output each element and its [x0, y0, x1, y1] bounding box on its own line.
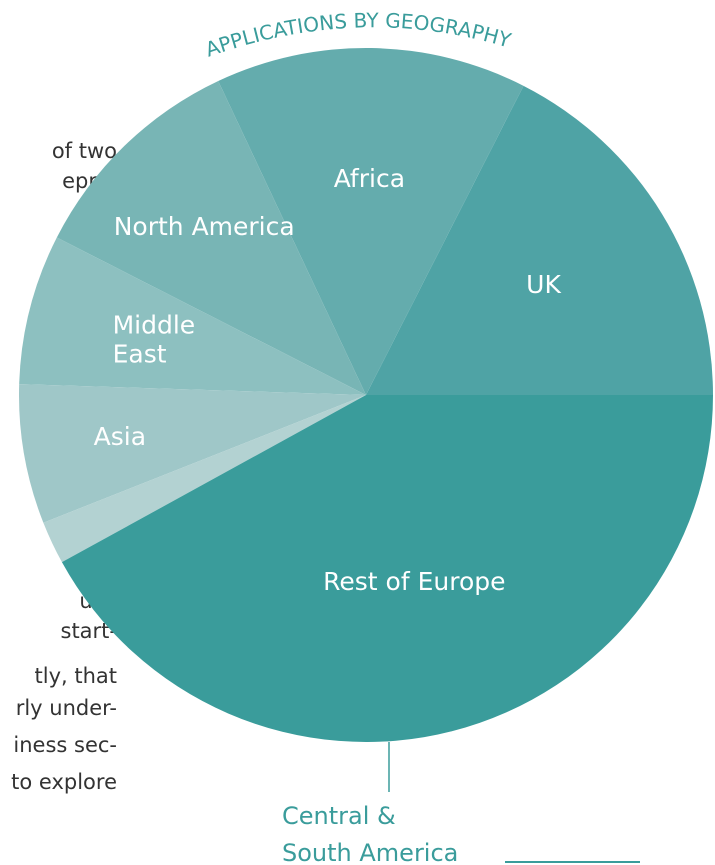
pie-slice-asia [19, 384, 367, 523]
side-text-line: tly, that [34, 664, 118, 688]
side-text-line: iness sec- [13, 733, 117, 757]
pie-label-middle-east-line-2: East [113, 339, 167, 368]
side-text-line: of two [51, 139, 117, 163]
pie-slice-uk [366, 85, 713, 395]
outside-slice-label-line-2: South America [282, 839, 458, 865]
pie-slice-north-america [56, 81, 366, 395]
pie-label-rest-of-europe: Rest of Europe [323, 567, 505, 596]
pie-slice-rest-of-europe [61, 395, 714, 742]
pie-label-africa: Africa [334, 164, 405, 193]
pie-label-uk: UK [526, 270, 561, 299]
pie-slice-africa [218, 47, 524, 395]
pie-label-north-america: North America [114, 212, 295, 241]
outside-slice-label-line-1: Central & [282, 802, 396, 830]
pie-slice-central-and-south-america [43, 395, 367, 563]
pie-slices [19, 47, 714, 742]
pie-label-middle-east-line-1: Middle [113, 310, 196, 339]
side-text-line: to explore [11, 770, 117, 794]
side-text-line: rly under- [15, 696, 117, 720]
pie-slice-middle-east [19, 237, 366, 395]
pie-label-asia: Asia [94, 422, 146, 451]
